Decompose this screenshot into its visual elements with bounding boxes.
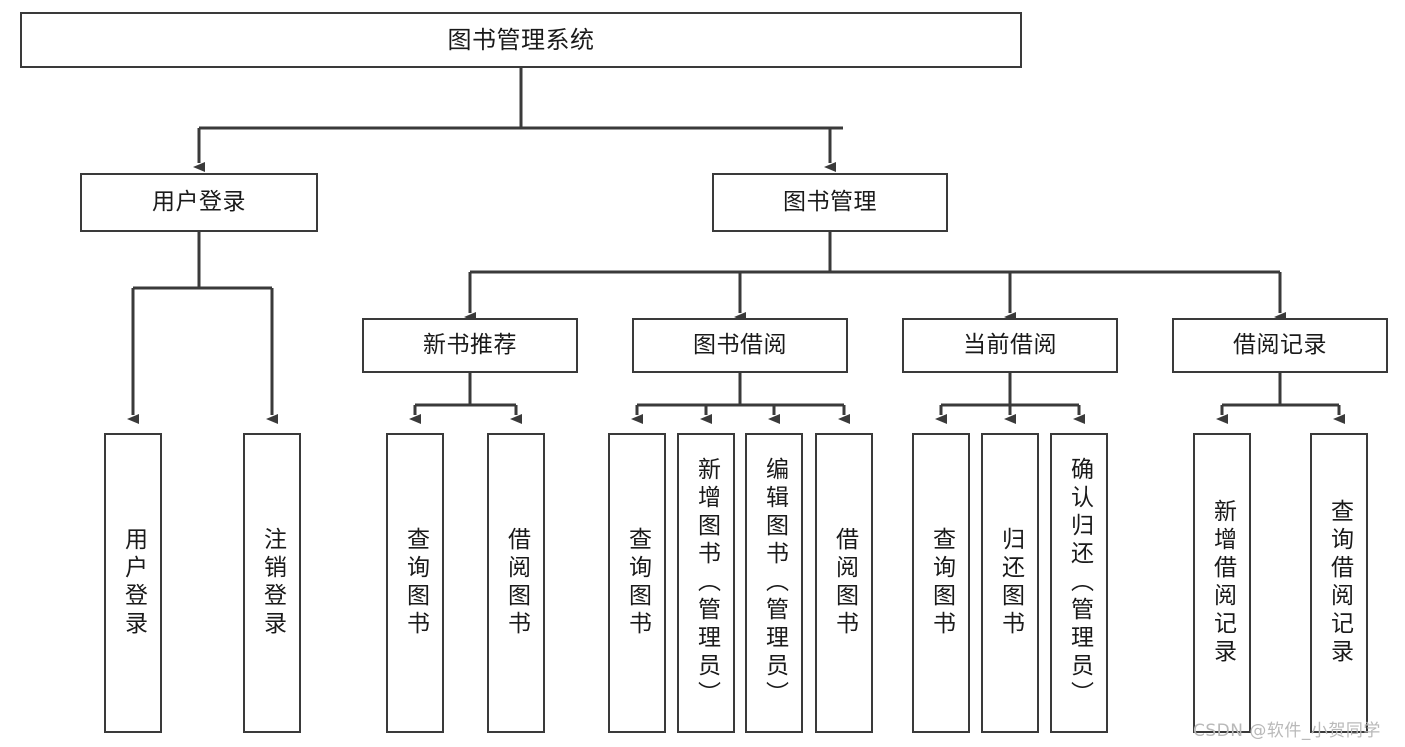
node-book-management[interactable]: 图书管理 <box>712 173 948 232</box>
node-label: 编辑图书（管理员） <box>761 457 788 709</box>
node-label: 归还图书 <box>997 527 1024 639</box>
node-current-borrow[interactable]: 当前借阅 <box>902 318 1118 373</box>
leaf-user-login-logout[interactable]: 注销登录 <box>243 433 301 733</box>
node-label: 用户登录 <box>152 188 246 215</box>
node-label: 新书推荐 <box>423 331 517 358</box>
leaf-book-borrow-borrow-book[interactable]: 借阅图书 <box>815 433 873 733</box>
leaf-book-borrow-edit-book-admin[interactable]: 编辑图书（管理员） <box>745 433 803 733</box>
node-borrow-record[interactable]: 借阅记录 <box>1172 318 1388 373</box>
node-label: 图书管理 <box>783 188 877 215</box>
node-label: 借阅图书 <box>831 527 858 639</box>
leaf-book-borrow-add-book-admin[interactable]: 新增图书（管理员） <box>677 433 735 733</box>
node-label: 图书管理系统 <box>447 25 595 54</box>
node-user-login[interactable]: 用户登录 <box>80 173 318 232</box>
node-book-borrow[interactable]: 图书借阅 <box>632 318 848 373</box>
leaf-user-login-login[interactable]: 用户登录 <box>104 433 162 733</box>
node-label: 新增图书（管理员） <box>693 457 720 709</box>
node-label: 当前借阅 <box>963 331 1057 358</box>
leaf-current-borrow-confirm-return-admin[interactable]: 确认归还（管理员） <box>1050 433 1108 733</box>
leaf-new-book-query-book[interactable]: 查询图书 <box>386 433 444 733</box>
leaf-borrow-record-add-record[interactable]: 新增借阅记录 <box>1193 433 1251 733</box>
node-new-book-recommend[interactable]: 新书推荐 <box>362 318 578 373</box>
node-root-book-management-system[interactable]: 图书管理系统 <box>20 12 1022 68</box>
node-label: 查询图书 <box>928 527 955 639</box>
node-label: 图书借阅 <box>693 331 787 358</box>
node-label: 新增借阅记录 <box>1209 499 1236 667</box>
leaf-borrow-record-query-record[interactable]: 查询借阅记录 <box>1310 433 1368 733</box>
node-label: 查询借阅记录 <box>1326 499 1353 667</box>
node-label: 查询图书 <box>402 527 429 639</box>
watermark-text: CSDN @软件_小贺同学 <box>1193 721 1381 741</box>
node-label: 注销登录 <box>259 527 286 639</box>
leaf-current-borrow-query-book[interactable]: 查询图书 <box>912 433 970 733</box>
leaf-book-borrow-query-book[interactable]: 查询图书 <box>608 433 666 733</box>
node-label: 借阅记录 <box>1233 331 1327 358</box>
node-label: 借阅图书 <box>503 527 530 639</box>
node-label: 确认归还（管理员） <box>1066 457 1093 709</box>
leaf-new-book-borrow-book[interactable]: 借阅图书 <box>487 433 545 733</box>
leaf-current-borrow-return-book[interactable]: 归还图书 <box>981 433 1039 733</box>
node-label: 查询图书 <box>624 527 651 639</box>
node-label: 用户登录 <box>120 527 147 639</box>
